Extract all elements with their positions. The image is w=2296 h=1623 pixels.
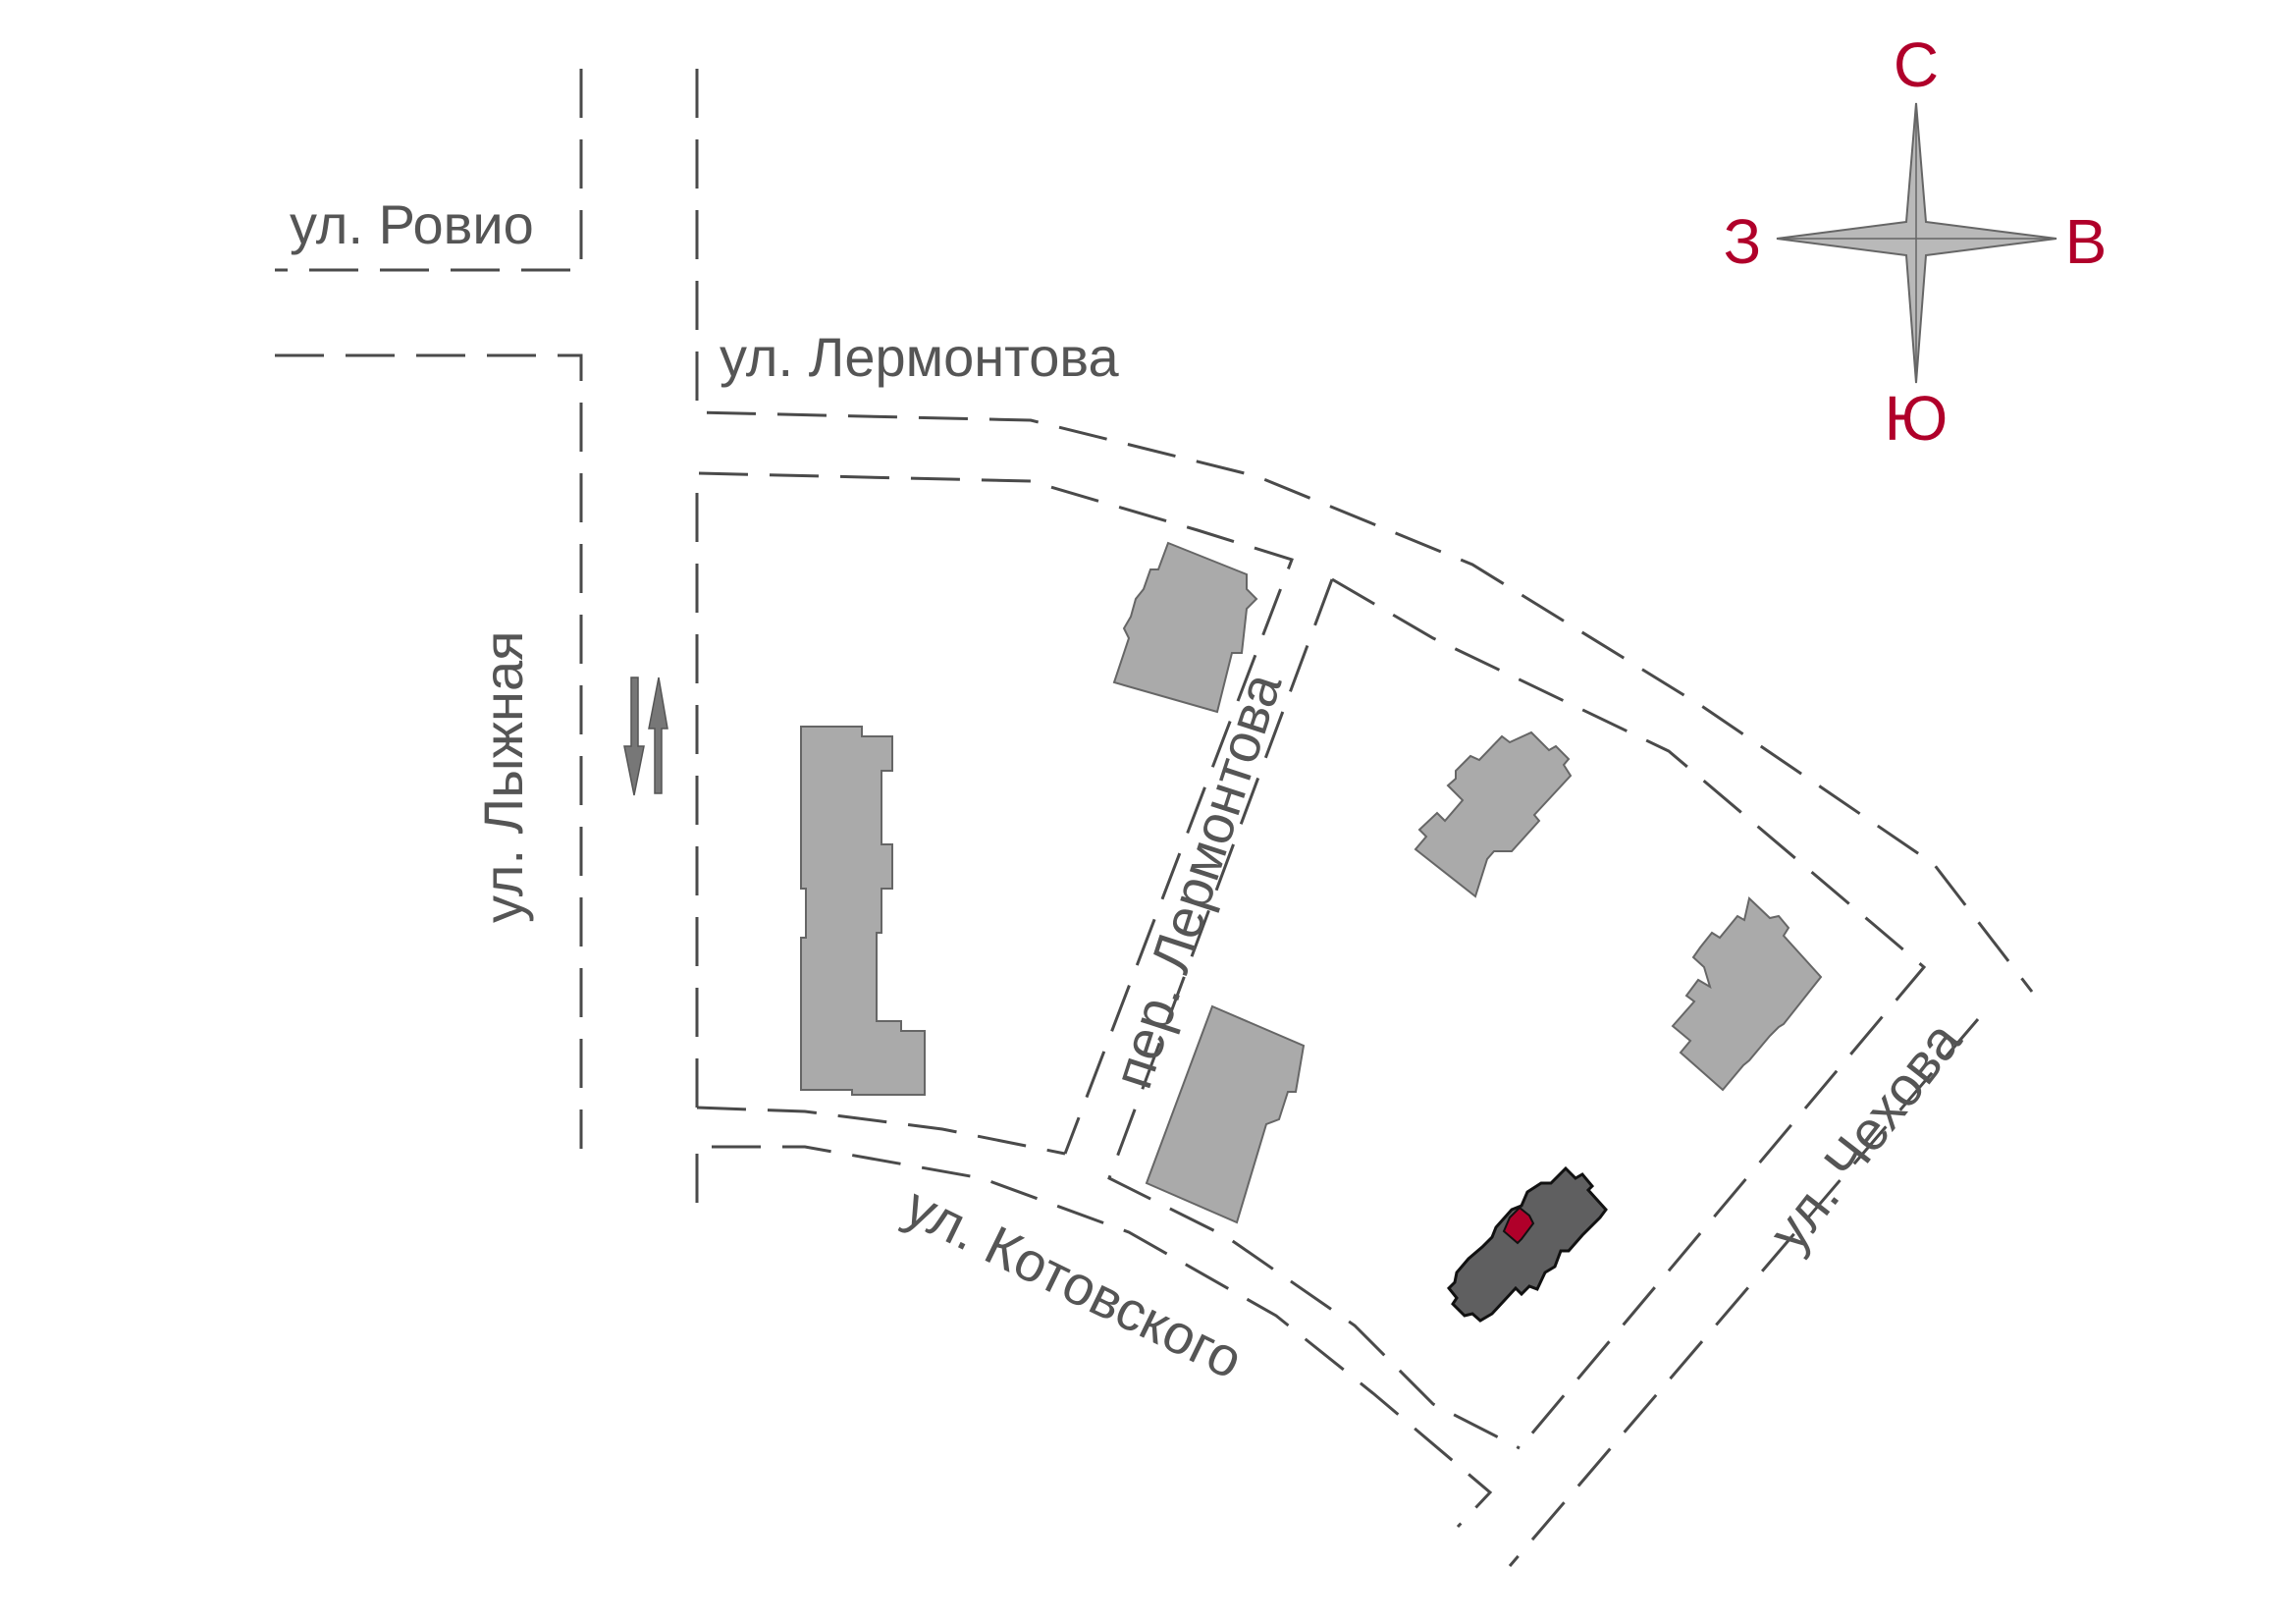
road-lermontova-south-west-block xyxy=(695,471,1294,1155)
road-network xyxy=(275,69,2034,1567)
street-label-lermontova: ул. Лермонтова xyxy=(720,326,1119,388)
road-kotovskogo-south-edge xyxy=(695,1145,1493,1529)
building-east-2 xyxy=(1671,896,1823,1092)
building-long xyxy=(800,726,926,1096)
road-rovio-south-edge xyxy=(275,353,583,1149)
target-marker xyxy=(1502,1206,1535,1245)
road-kotovskogo-north-west-block xyxy=(696,1106,1066,1156)
compass-rose-icon xyxy=(1776,102,2057,384)
compass-label-west: З xyxy=(1724,206,1762,277)
buildings xyxy=(800,541,1823,1323)
road-chekhova-west-edge xyxy=(1331,577,1927,1449)
building-north-mid xyxy=(1112,541,1258,714)
street-label-rovio: ул. Ровио xyxy=(290,193,534,255)
two-way-arrows-icon xyxy=(623,676,668,796)
building-east-1 xyxy=(1414,730,1573,898)
street-label-chekhova: ул. Чехова xyxy=(1757,1009,1973,1262)
compass-label-east: В xyxy=(2065,206,2108,277)
building-south-mid xyxy=(1145,1004,1306,1224)
street-label-lyzhnaya: ул. Лыжная xyxy=(472,631,534,923)
compass-label-south: Ю xyxy=(1885,383,1949,454)
road-lyzhnaya-east-edge xyxy=(695,69,2034,993)
target-building xyxy=(1446,1165,1608,1323)
road-per-lermontova-east-edge xyxy=(1107,578,1521,1450)
compass-label-north: С xyxy=(1894,29,1939,100)
road-chekhova-east-edge xyxy=(1508,1018,1980,1567)
